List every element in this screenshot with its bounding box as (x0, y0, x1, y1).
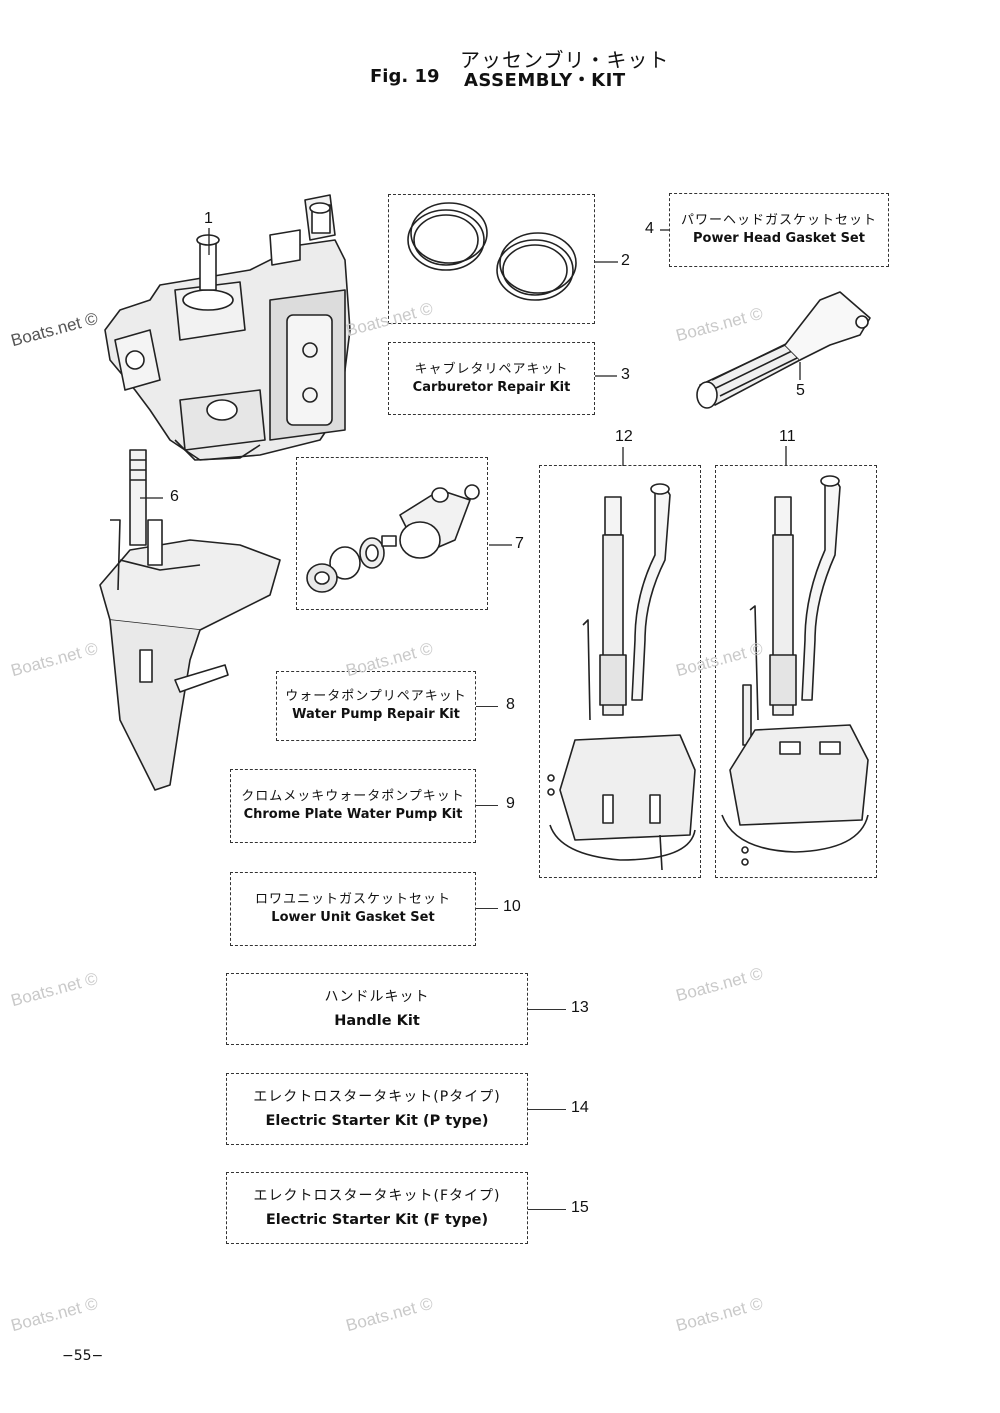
tiller-handle-illustration (696, 291, 871, 409)
kit-10-lower-unit-gasket: ロワユニットガスケットセット Lower Unit Gasket Set (230, 872, 476, 946)
kit-11-illustration (721, 475, 869, 866)
kit-10-label-jp: ロワユニットガスケットセット (254, 892, 451, 907)
kit-4-label-en: Power Head Gasket Set (693, 231, 865, 246)
callout-14: 14 (571, 1099, 589, 1116)
callout-13: 13 (571, 999, 589, 1016)
callout-4: 4 (645, 220, 654, 237)
drive-shaft-illustration (129, 449, 147, 546)
kit-14-label-en: Electric Starter Kit (P type) (265, 1113, 489, 1129)
kit-2-box (388, 194, 595, 324)
kit-12-box (539, 465, 701, 878)
kit-15-label-jp: エレクトロスタータキット(Fタイプ) (253, 1188, 501, 1204)
callout-8: 8 (506, 696, 515, 713)
callout-7: 7 (515, 535, 524, 552)
callout-15: 15 (571, 1199, 589, 1216)
callout-9: 9 (506, 795, 515, 812)
kit-9-label-jp: クロムメッキウォータポンプキット (241, 789, 465, 804)
power-head-illustration (104, 194, 351, 461)
lower-unit-illustration (99, 519, 281, 791)
page-number: −55− (62, 1348, 104, 1364)
kit-15-label-en: Electric Starter Kit (F type) (265, 1212, 489, 1228)
kit-8-label-jp: ウォータポンプリペアキット (285, 689, 467, 704)
kit-15-electric-starter-f: エレクトロスタータキット(Fタイプ) Electric Starter Kit … (226, 1172, 528, 1244)
kit-3-carburetor-repair: キャブレタリペアキット Carburetor Repair Kit (388, 342, 595, 415)
kit-4-label-jp: パワーヘッドガスケットセット (680, 213, 877, 228)
kit-11-box (715, 465, 877, 878)
title-english: ASSEMBLY・KIT (464, 70, 626, 91)
leader-9 (476, 805, 498, 806)
callout-10: 10 (503, 898, 521, 915)
leader-13 (528, 1009, 566, 1010)
kit-12-illustration (547, 483, 696, 871)
kit-3-label-jp: キャブレタリペアキット (414, 361, 569, 377)
kit-7-box (296, 457, 488, 610)
kit-14-label-jp: エレクトロスタータキット(Pタイプ) (253, 1089, 501, 1105)
callout-12: 12 (615, 428, 633, 445)
callout-6: 6 (170, 488, 179, 505)
title-japanese: アッセンブリ・キット (460, 48, 670, 72)
callout-3: 3 (621, 366, 630, 383)
callout-2: 2 (621, 252, 630, 269)
leader-14 (528, 1109, 566, 1110)
kit-14-electric-starter-p: エレクトロスタータキット(Pタイプ) Electric Starter Kit … (226, 1073, 528, 1145)
leader-10 (476, 908, 498, 909)
callout-1: 1 (204, 210, 213, 227)
kit-8-water-pump-repair: ウォータポンプリペアキット Water Pump Repair Kit (276, 671, 476, 741)
kit-9-chrome-water-pump: クロムメッキウォータポンプキット Chrome Plate Water Pump… (230, 769, 476, 843)
kit-13-handle: ハンドルキット Handle Kit (226, 973, 528, 1045)
figure-number: Fig. 19 (370, 66, 440, 87)
kit-13-label-en: Handle Kit (334, 1013, 420, 1029)
kit-9-label-en: Chrome Plate Water Pump Kit (243, 807, 463, 822)
leader-15 (528, 1209, 566, 1210)
kit-8-label-en: Water Pump Repair Kit (292, 707, 460, 722)
gearcase-parts-illustration (306, 484, 480, 593)
leader-8 (476, 706, 498, 707)
kit-10-label-en: Lower Unit Gasket Set (271, 910, 435, 925)
kit-3-label-en: Carburetor Repair Kit (412, 379, 571, 395)
callout-11: 11 (779, 428, 796, 445)
piston-rings-illustration (407, 202, 577, 301)
kit-4-power-head-gasket: パワーヘッドガスケットセット Power Head Gasket Set (669, 193, 889, 267)
kit-13-label-jp: ハンドルキット (324, 989, 430, 1005)
callout-5: 5 (796, 382, 805, 399)
